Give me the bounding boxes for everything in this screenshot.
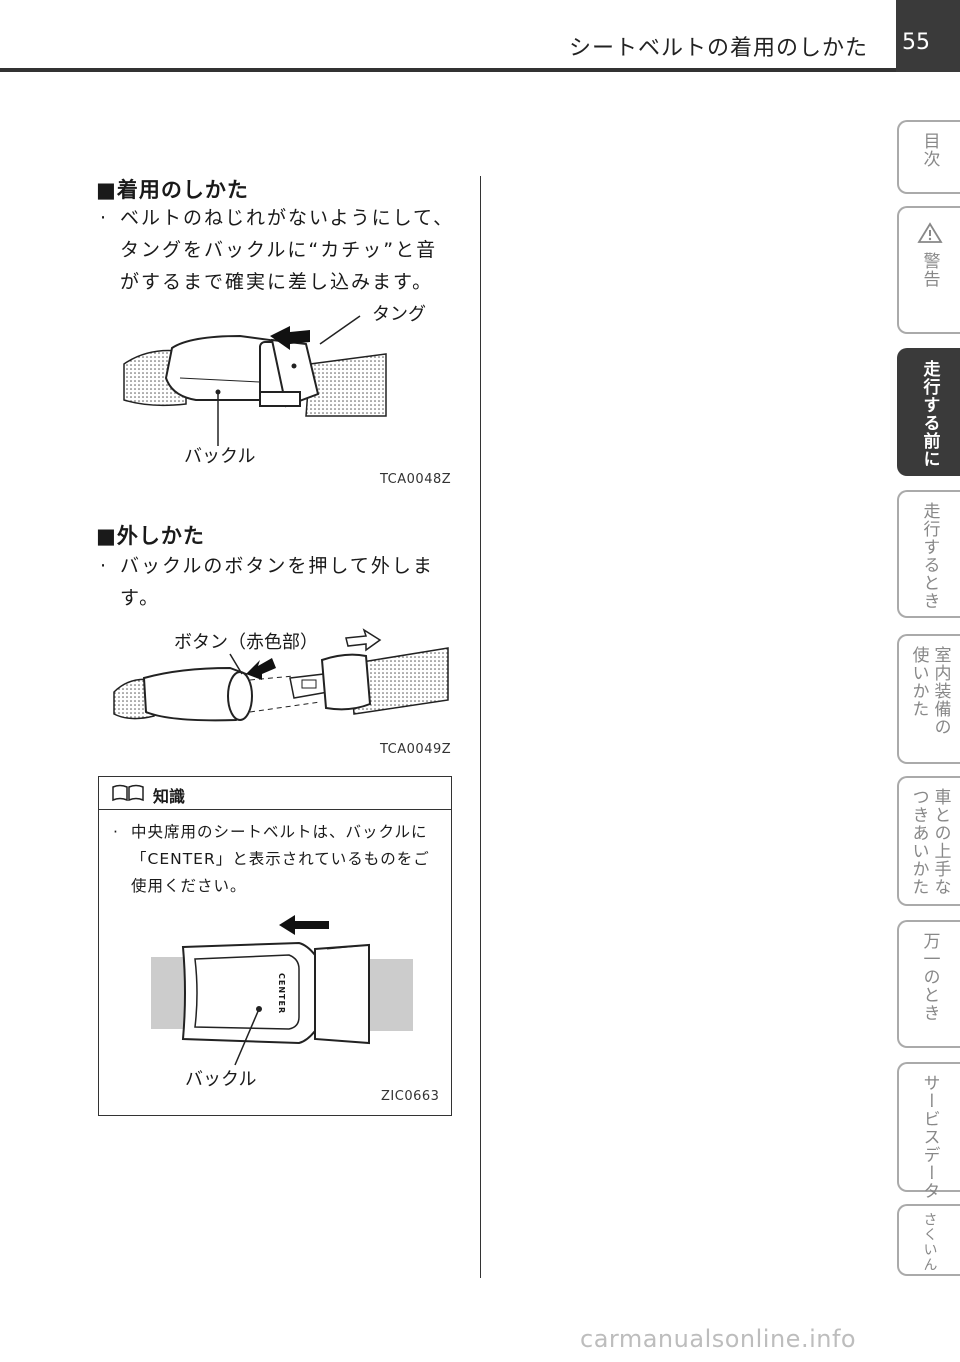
figure-unfastening: ボタン（赤色部） TCA0049Z [110,624,456,764]
tab-before-driving[interactable]: 走行する前に [897,348,960,476]
figure-code: ZIC0663 [381,1089,440,1104]
label-tongue: タング [372,304,426,325]
page-number-box: 55 [896,0,960,72]
section-text-fastening: · ベルトのねじれがないようにして、タングをバックルに“カチッ”と音がするまで確… [100,202,456,298]
tab-warning[interactable]: 警告 [897,206,960,334]
knowledge-box: 知識 · 中央席用のシートベルトは、バックルに「CENTER」と表示されているも… [98,776,452,1116]
tab-contents[interactable]: 目次 [897,120,960,194]
section-text-unfastening: · バックルのボタンを押して外します。 [100,550,456,614]
header-rule [0,68,896,72]
page-number: 55 [902,30,930,55]
tab-car-care[interactable]: 車との上手な つきあいかた [897,776,960,906]
figure-fastening: タング バックル TCA0048Z [110,296,456,492]
fastening-illustration [123,315,387,446]
figure-code: TCA0049Z [380,742,452,757]
unfastening-illustration [113,628,449,722]
tab-service-data[interactable]: サービスデータ [897,1062,960,1200]
center-buckle-illustration [151,915,413,1066]
paragraph: ベルトのねじれがないようにして、タングをバックルに“カチッ”と音がするまで確実に… [120,207,455,293]
chapter-title: シートベルトの着用のしかた [568,36,868,61]
bullet: · [100,207,109,229]
knowledge-title: 知識 [153,787,186,806]
center-mark: CENTER [277,973,286,1015]
watermark: carmanualsonline.info [580,1325,857,1353]
knowledge-text: · 中央席用のシートベルトは、バックルに「CENTER」と表示されているものをご… [113,819,443,900]
section-heading-fastening: ■着用のしかた [96,178,249,202]
label-buckle: バックル [184,446,256,467]
bullet: · [100,555,109,577]
label-buckle: バックル [185,1069,257,1090]
tab-emergency[interactable]: 万一のとき [897,920,960,1048]
column-divider [480,176,481,1278]
page-header: シートベルトの着用のしかた 55 [0,0,960,74]
warning-triangle-icon [917,222,943,243]
tab-index[interactable]: さくいん [897,1204,960,1276]
section-heading-unfastening: ■外しかた [96,524,205,548]
knowledge-header: 知識 [99,777,451,810]
paragraph: 中央席用のシートベルトは、バックルに「CENTER」と表示されているものをご使用… [131,823,430,895]
book-icon [112,784,144,802]
label-release-button: ボタン（赤色部） [174,632,318,653]
bullet: · [113,823,119,841]
paragraph: バックルのボタンを押して外します。 [120,555,434,609]
tab-interior[interactable]: 室内装備の 使いかた [897,634,960,764]
figure-center-buckle: CENTER バックル ZIC0663 [139,905,439,1111]
tab-while-driving[interactable]: 走行するとき [897,490,960,618]
figure-code: TCA0048Z [380,472,452,487]
